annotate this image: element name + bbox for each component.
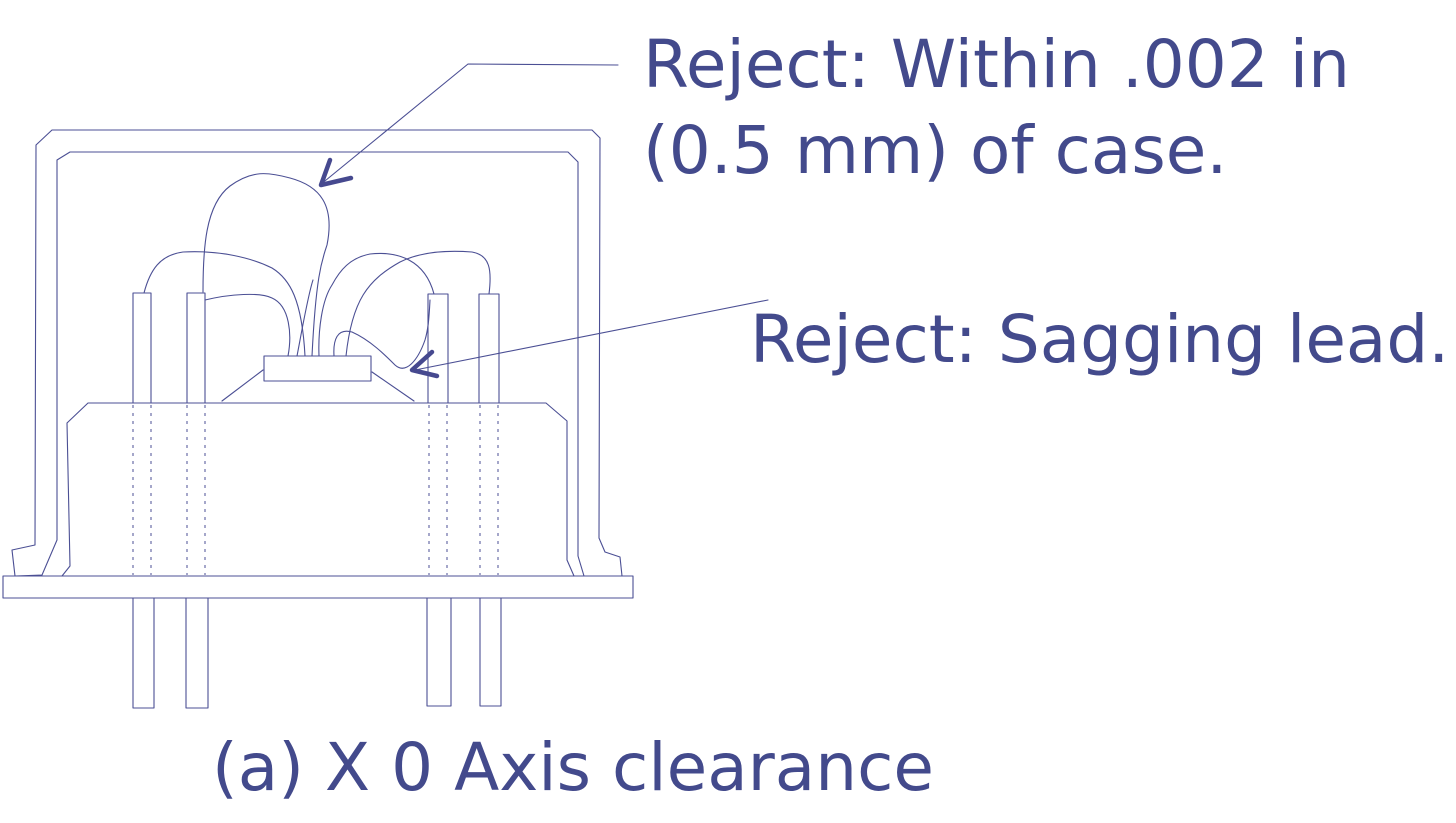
header-body (61, 402, 575, 577)
die-chip (263, 355, 372, 382)
post-1 (132, 292, 152, 404)
pin-4 (479, 597, 502, 707)
bond-wire-far-right (345, 250, 491, 357)
figure-caption: (a) X 0 Axis clearance (212, 729, 934, 806)
pin-1 (132, 597, 155, 709)
pin-2 (185, 597, 209, 709)
bond-wire-left (143, 251, 306, 357)
post-2 (186, 292, 206, 404)
pin-3 (426, 597, 452, 707)
post-3 (427, 293, 449, 404)
arrowhead-clearance (318, 157, 354, 188)
arrowhead-sagging (409, 349, 440, 379)
clearance-note: Reject: Within .002 in (0.5 mm) of case. (643, 22, 1350, 194)
bond-wire-right (318, 252, 435, 357)
clearance-note-line-2: (0.5 mm) of case. (643, 112, 1228, 189)
die-attach-right (371, 371, 415, 402)
bond-wire-left-short (204, 293, 291, 357)
post-4 (478, 293, 500, 404)
header-base (2, 575, 634, 599)
sagging-lead-note: Reject: Sagging lead. (750, 301, 1450, 378)
outer-case (11, 129, 623, 577)
bond-wire-high-loop (202, 173, 330, 357)
sagging-lead (333, 299, 431, 369)
clearance-note-line-1: Reject: Within .002 in (643, 26, 1350, 103)
leader-line-sagging (414, 299, 769, 371)
die-attach-left (221, 369, 264, 402)
leader-line-clearance (319, 63, 619, 186)
bond-wire-high-loop-inner (296, 279, 314, 357)
